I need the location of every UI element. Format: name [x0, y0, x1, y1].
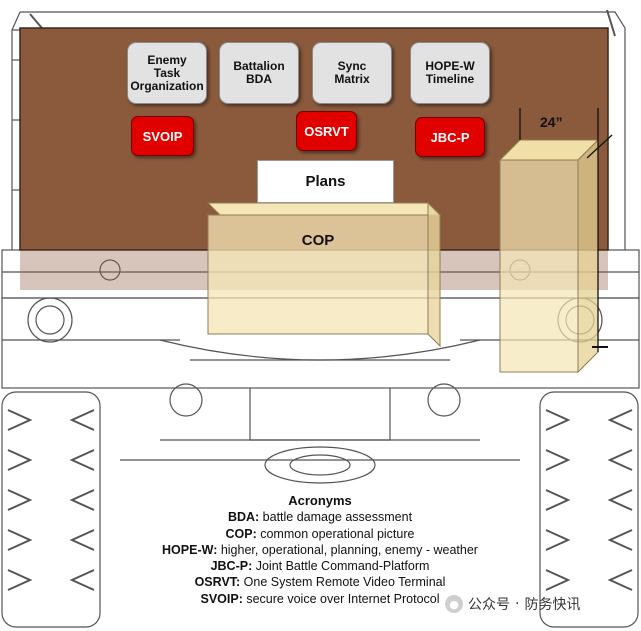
- right-tire: [539, 391, 639, 628]
- legend-item: COP: common operational picture: [120, 526, 520, 542]
- legend-abbr: BDA:: [227, 510, 260, 525]
- legend-title: Acronyms: [288, 493, 352, 508]
- cop-label: COP: [301, 232, 335, 249]
- sync-matrix-button[interactable]: Sync Matrix: [312, 42, 392, 104]
- legend-desc: battle damage assessment: [259, 510, 413, 525]
- cop-box-side: [427, 201, 441, 348]
- legend-item: SVOIP: secure voice over Internet Protoc…: [120, 591, 520, 607]
- legend-abbr: HOPE-W:: [162, 542, 218, 557]
- left-tire: [1, 391, 101, 628]
- button-label: Battalion BDA: [233, 59, 285, 86]
- battalion-bda-button[interactable]: Battalion BDA: [219, 42, 299, 104]
- dimension-diagonal: [586, 134, 613, 159]
- dimension-label: 24”: [540, 114, 563, 130]
- enemy-task-organization-button[interactable]: Enemy Task Organization: [127, 42, 207, 104]
- osrvt-button[interactable]: OSRVT: [296, 111, 357, 151]
- vehicle-left-edge: [11, 11, 21, 250]
- legend-desc: Joint Battle Command-Platform: [252, 559, 430, 574]
- right-shackle: [427, 383, 461, 417]
- svoip-button[interactable]: SVOIP: [131, 116, 194, 156]
- legend-desc: One System Remote Video Terminal: [240, 575, 446, 590]
- jbc-p-button[interactable]: JBC-P: [415, 117, 485, 157]
- roof-corner-line-right: [606, 9, 616, 37]
- legend-item: BDA: battle damage assessment: [120, 509, 520, 525]
- cop-box-front: [207, 214, 429, 335]
- left-reflector: [99, 259, 121, 281]
- left-tire-tread: [7, 409, 33, 591]
- differential: [264, 446, 376, 484]
- button-label: OSRVT: [304, 123, 349, 139]
- left-tail-light: [27, 297, 73, 343]
- left-shackle: [169, 383, 203, 417]
- legend-item: JBC-P: Joint Battle Command-Platform: [120, 558, 520, 574]
- legend-item: OSRVT: One System Remote Video Terminal: [120, 574, 520, 590]
- watermark-source: 公众号: [468, 597, 510, 613]
- frame-curve: [159, 339, 481, 361]
- wechat-icon: ●: [445, 595, 463, 613]
- hitch-housing: [249, 388, 391, 441]
- legend-desc: higher, operational, planning, enemy - w…: [217, 542, 478, 557]
- legend-abbr: JBC-P:: [210, 559, 253, 574]
- left-tail-light-inner: [35, 305, 65, 335]
- legend-abbr: SVOIP:: [200, 591, 243, 606]
- side-box-front: [499, 159, 579, 373]
- legend-desc: common operational picture: [256, 526, 415, 541]
- legend-desc: secure voice over Internet Protocol: [242, 591, 440, 606]
- watermark: ● 公众号 · 防务快讯: [445, 594, 580, 614]
- watermark-account: 防务快讯: [524, 597, 581, 613]
- legend-item: HOPE-W: higher, operational, planning, e…: [120, 542, 520, 558]
- button-label: SVOIP: [142, 128, 183, 144]
- acronyms-legend: Acronyms BDA: battle damage assessment C…: [120, 493, 520, 607]
- button-label: Sync Matrix: [334, 59, 370, 86]
- watermark-separator: ·: [515, 596, 520, 612]
- vehicle-roof-outline: [20, 11, 626, 250]
- button-label: HOPE-W Timeline: [425, 59, 475, 86]
- button-label: JBC-P: [430, 129, 470, 145]
- plans-box: Plans: [257, 160, 394, 203]
- plans-label: Plans: [305, 173, 346, 190]
- right-tire-tread: [545, 409, 571, 591]
- legend-abbr: COP:: [225, 526, 257, 541]
- side-box-side: [577, 138, 599, 374]
- legend-abbr: OSRVT:: [194, 575, 241, 590]
- left-tire-tread: [69, 409, 95, 591]
- right-tire-tread: [607, 409, 633, 591]
- button-label: Enemy Task Organization: [130, 52, 204, 93]
- differential-inner: [289, 454, 351, 476]
- hope-w-timeline-button[interactable]: HOPE-W Timeline: [410, 42, 490, 104]
- cop-box-top: [206, 202, 442, 216]
